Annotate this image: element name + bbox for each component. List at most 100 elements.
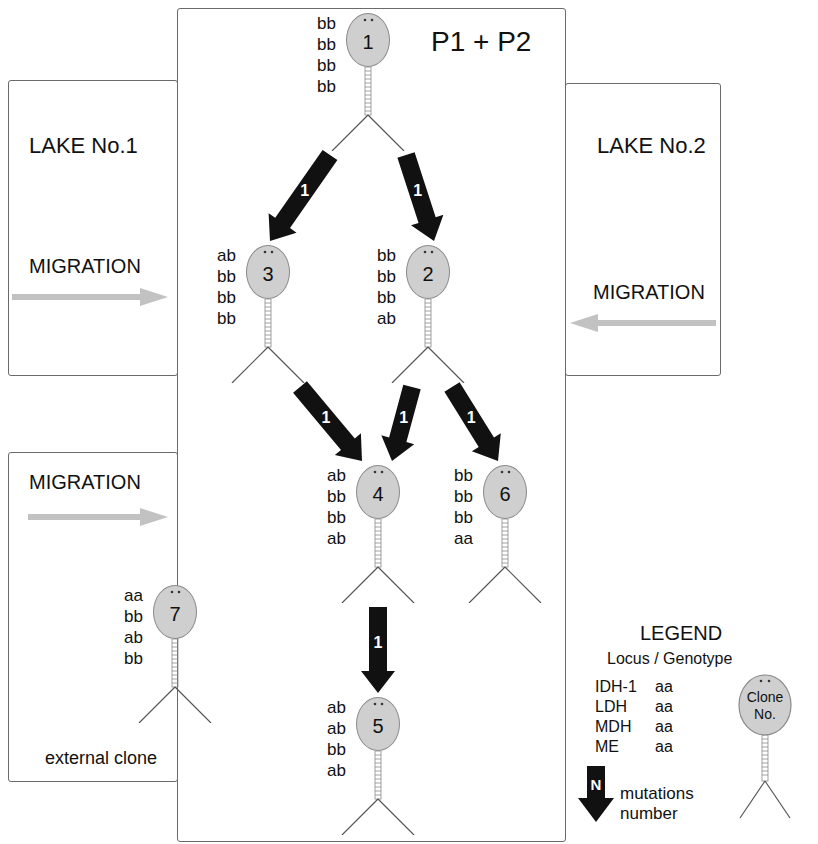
box-heading: LAKE No.1	[29, 133, 138, 158]
clone-eye	[381, 471, 384, 474]
clone-figure: aa bb ab bb 7 external clone	[45, 585, 215, 770]
tail-rungs	[375, 523, 381, 563]
mutation-count: 1	[467, 410, 476, 426]
tail-rungs	[375, 755, 381, 795]
clone-head: 4	[356, 465, 400, 519]
box-heading: LAKE No.2	[597, 133, 706, 158]
text-holder: 1	[300, 183, 309, 199]
clone-figure: ab bb bb bb 3	[217, 245, 308, 383]
legend-label: IDH-1	[595, 678, 637, 696]
text-holder: Clone No.	[745, 689, 785, 722]
clone-eyes	[154, 586, 198, 598]
tail-legs	[469, 567, 541, 603]
tail-legs	[392, 347, 464, 383]
legend-clone-head	[739, 675, 791, 735]
clone-eye	[171, 591, 174, 594]
clone-head: 5	[356, 697, 400, 751]
migration-arrow	[12, 288, 168, 306]
text-holder: external clone	[45, 748, 157, 770]
legend-clone-tail	[762, 735, 768, 781]
tail-legs	[332, 115, 404, 151]
clone-eye	[508, 471, 511, 474]
clone-eye	[760, 680, 763, 683]
legend-mutation-arrow	[578, 766, 614, 822]
tail-rungs	[172, 643, 178, 683]
clone-eye	[381, 703, 384, 706]
legend-label: Locus / Genotype	[607, 650, 732, 668]
mutation-arrow	[381, 385, 420, 461]
clone-tail	[228, 299, 308, 383]
mutation-arrow	[269, 150, 338, 241]
text-holder: bb bb bb aa	[454, 465, 473, 549]
clone-eyes	[407, 246, 451, 258]
text-holder: 1	[413, 183, 422, 199]
clone-number: 4	[372, 484, 383, 504]
tail-sheath	[375, 751, 381, 799]
migration-label: MIGRATION	[29, 255, 141, 278]
clone-number: 6	[499, 484, 510, 504]
clone-head: 6	[483, 465, 527, 519]
clone-number: 7	[169, 604, 180, 624]
text-holder: bb bb bb bb	[317, 13, 336, 97]
text-holder: P1 + P2	[431, 26, 531, 58]
text-holder: 1	[467, 410, 476, 426]
genotype-list: ab bb bb bb	[217, 245, 236, 329]
genotype-list: bb bb bb bb	[317, 13, 336, 97]
tail-legs	[139, 687, 211, 723]
clone-head: 7	[153, 585, 197, 639]
clone-eye	[271, 251, 274, 254]
text-holder: LDH	[595, 698, 627, 716]
text-holder: 1	[374, 635, 383, 651]
clone-tail	[388, 299, 468, 383]
tail-sheath	[375, 519, 381, 567]
clone-eye	[431, 251, 434, 254]
clone-eye	[374, 471, 377, 474]
mutation-count: 1	[300, 183, 309, 199]
text-holder: aa	[655, 738, 673, 756]
text-holder: ab bb bb ab	[327, 465, 346, 549]
tail-legs	[342, 799, 414, 835]
clone-eye	[371, 19, 374, 22]
text-holder: 1	[399, 410, 408, 426]
text-holder: aa	[655, 698, 673, 716]
mutation-count: 1	[322, 410, 331, 426]
clone-head: 3	[246, 245, 290, 299]
text-holder: bb bb bb ab	[377, 245, 396, 329]
clone-figure: bb bb bb ab 2	[377, 245, 468, 383]
tail-sheath	[265, 299, 271, 347]
legend-entry: mutations number	[620, 784, 710, 824]
clone-eyes	[484, 466, 528, 478]
lake-box: MIGRATION aa bb ab bb 7 external clone	[8, 452, 178, 782]
legend-label: aa	[655, 698, 673, 716]
clone-tail	[338, 751, 418, 835]
clone-number: 2	[422, 264, 433, 284]
mutation-arrow	[361, 607, 395, 693]
clone-number: 5	[372, 716, 383, 736]
text-holder: mutations number	[620, 784, 710, 824]
tail-sheath	[172, 639, 178, 687]
text-holder: N	[591, 776, 602, 793]
text-holder: LAKE No.2	[597, 133, 706, 158]
mutation-arrow	[293, 381, 362, 461]
tail-sheath	[365, 67, 371, 115]
legend-label: MDH	[595, 718, 631, 736]
legend-clone-rungs	[762, 739, 768, 775]
tail-legs	[232, 347, 304, 383]
text-holder: aa bb ab bb	[124, 585, 143, 669]
box-heading: MIGRATION	[29, 471, 141, 494]
text-holder: LEGEND	[640, 622, 722, 645]
clone-eye	[501, 471, 504, 474]
clone-eyes	[357, 466, 401, 478]
clone-tail	[465, 519, 545, 603]
clone-head: 1	[346, 13, 390, 67]
clone-number: 1	[362, 32, 373, 52]
clone-tail	[135, 639, 215, 723]
clone-number: 3	[262, 264, 273, 284]
legend-label: ME	[595, 738, 619, 756]
legend-title: LEGEND	[640, 622, 722, 645]
mutation-arrow	[397, 152, 443, 241]
legend-label: aa	[655, 678, 673, 696]
clone-eye	[178, 591, 181, 594]
